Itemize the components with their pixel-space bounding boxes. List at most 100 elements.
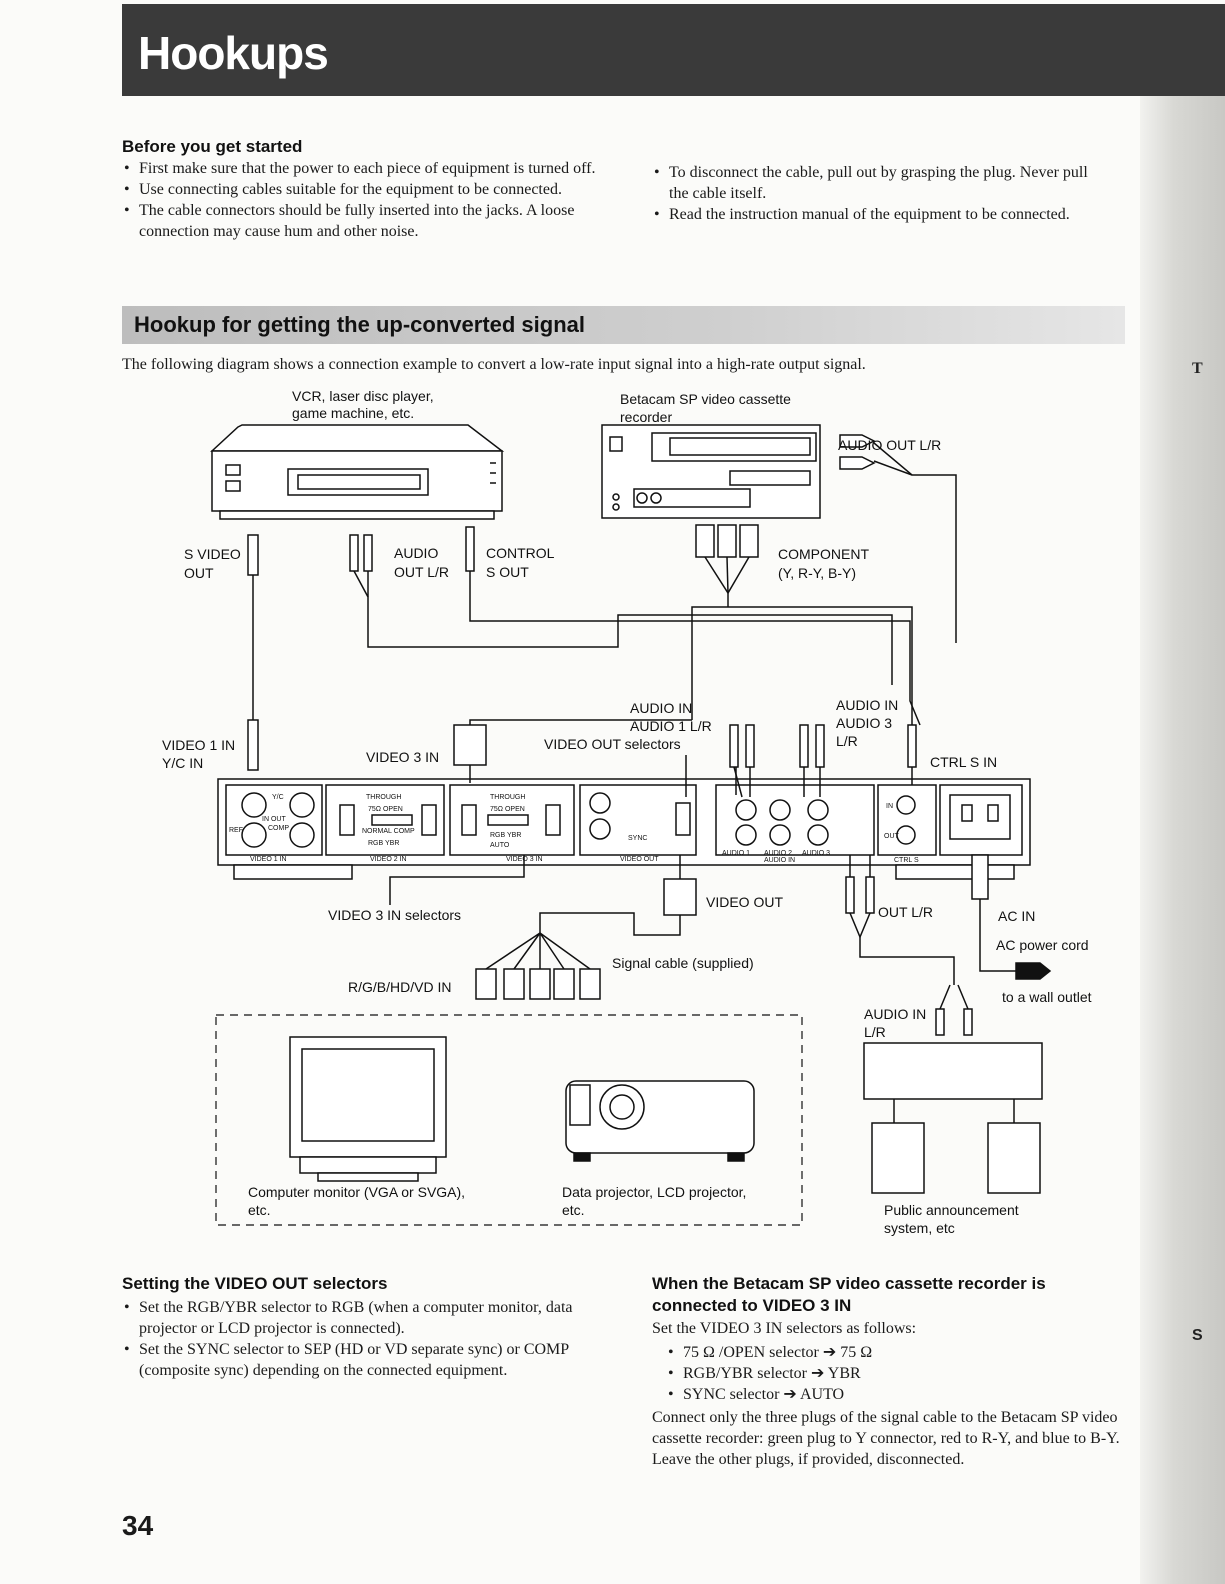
label-out-lr: OUT L/R — [878, 904, 933, 920]
label-projector: Data projector, LCD projector, — [562, 1184, 746, 1200]
main-unit-panel — [217, 778, 1031, 880]
panel-label-rgb-ybr-3: RGB YBR — [490, 832, 521, 839]
label-ac-in: AC IN — [998, 908, 1035, 924]
panel-label-in: IN — [886, 803, 893, 810]
before-heading: Before you get started — [122, 137, 303, 156]
label-wall-outlet: to a wall outlet — [1002, 989, 1092, 1005]
label-s-video: S VIDEO — [184, 546, 241, 562]
panel-label-audio-3: AUDIO 3 — [802, 850, 830, 857]
list-item: Use connecting cables suitable for the e… — [122, 179, 612, 200]
list-item: 75 Ω /OPEN selector ➔ 75 Ω — [666, 1342, 1066, 1363]
label-video-3-in-selectors: VIDEO 3 IN selectors — [328, 907, 461, 923]
panel-label-audio-2: AUDIO 2 — [764, 850, 792, 857]
list-item: Set the SYNC selector to SEP (HD or VD s… — [122, 1339, 592, 1381]
label-s-video-2: OUT — [184, 565, 214, 581]
label-pa-system-2: system, etc — [884, 1220, 955, 1236]
before-list-left: First make sure that the power to each p… — [122, 158, 612, 242]
panel-label-video-out: VIDEO OUT — [620, 856, 659, 863]
label-control: CONTROL — [486, 545, 555, 561]
panel-label-out: OUT — [884, 833, 900, 840]
panel-label-video-1: VIDEO 1 IN — [250, 856, 287, 863]
betacam-lead: Set the VIDEO 3 IN selectors as follows: — [652, 1320, 917, 1337]
video-out-cable — [475, 855, 697, 1000]
label-video-3-in: VIDEO 3 IN — [366, 749, 439, 765]
monitor-device — [289, 1036, 447, 1182]
betacam-heading-1: When the Betacam SP video cassette recor… — [652, 1274, 1046, 1293]
panel-label-yc: Y/C — [272, 794, 284, 801]
label-yc-in: Y/C IN — [162, 755, 203, 771]
monitor-group-box — [215, 1014, 803, 1226]
label-monitor: Computer monitor (VGA or SVGA), — [248, 1184, 465, 1200]
adjacent-page-edge — [1140, 96, 1225, 1584]
projector-device — [565, 1080, 755, 1162]
label-ac-cord: AC power cord — [996, 937, 1089, 953]
page-title: Hookups — [138, 27, 329, 79]
title-bar: Hookups — [122, 4, 1225, 96]
section-title-bar: Hookup for getting the up-converted sign… — [122, 306, 1125, 344]
label-audio-out-lr: AUDIO OUT L/R — [838, 437, 941, 453]
label-audio: AUDIO — [394, 545, 438, 561]
betacam-heading-2: connected to VIDEO 3 IN — [652, 1296, 852, 1315]
label-vcr-2: game machine, etc. — [292, 405, 414, 421]
edge-letter-s: S — [1192, 1327, 1203, 1344]
list-item: SYNC selector ➔ AUTO — [666, 1384, 1066, 1405]
label-audio-in-3b: AUDIO 3 — [836, 715, 892, 731]
before-list-right: To disconnect the cable, pull out by gra… — [652, 162, 1102, 225]
panel-label-video-2: VIDEO 2 IN — [370, 856, 407, 863]
pa-system-device — [863, 1042, 1043, 1194]
hookup-diagram: VCR, laser disc player, game machine, et… — [162, 388, 1092, 1236]
label-audio-in-lr-2: L/R — [864, 1024, 886, 1040]
panel-label-audio-in: AUDIO IN — [764, 857, 795, 864]
panel-label-75-open-3: 75Ω OPEN — [490, 806, 525, 813]
list-item: The cable connectors should be fully ins… — [122, 200, 612, 242]
label-video-1-in: VIDEO 1 IN — [162, 737, 235, 753]
setting-heading: Setting the VIDEO OUT selectors — [122, 1274, 388, 1293]
label-audio-in-1: AUDIO IN — [630, 700, 692, 716]
label-betacam: Betacam SP video cassette — [620, 391, 791, 407]
label-control-2: S OUT — [486, 564, 529, 580]
panel-label-in-out: IN OUT — [262, 816, 286, 823]
betacam-body: Connect only the three plugs of the sign… — [652, 1409, 1120, 1468]
label-audio-2: OUT L/R — [394, 564, 449, 580]
setting-list: Set the RGB/YBR selector to RGB (when a … — [122, 1297, 592, 1381]
panel-label-through-3: THROUGH — [490, 794, 525, 801]
panel-label-rgb-ybr: RGB YBR — [368, 840, 399, 847]
list-item: Read the instruction manual of the equip… — [652, 204, 1102, 225]
panel-label-auto: AUTO — [490, 842, 510, 849]
label-audio-in-1b: AUDIO 1 L/R — [630, 718, 712, 734]
label-projector-2: etc. — [562, 1202, 585, 1218]
label-signal-cable: Signal cable (supplied) — [612, 955, 754, 971]
panel-label-through: THROUGH — [366, 794, 401, 801]
betacam-list: 75 Ω /OPEN selector ➔ 75 Ω RGB/YBR selec… — [666, 1342, 1066, 1405]
label-betacam-2: recorder — [620, 409, 672, 425]
vcr-cables — [247, 526, 921, 771]
list-item: Set the RGB/YBR selector to RGB (when a … — [122, 1297, 592, 1339]
label-video-out: VIDEO OUT — [706, 894, 783, 910]
betacam-device — [601, 424, 957, 643]
label-audio-in-3: AUDIO IN — [836, 697, 898, 713]
label-vcr: VCR, laser disc player, — [292, 388, 434, 404]
label-rgb-in: R/G/B/HD/VD IN — [348, 979, 451, 995]
edge-letter-t: T — [1192, 360, 1203, 377]
panel-label-normal-comp: NORMAL COMP — [362, 828, 415, 835]
list-item: First make sure that the power to each p… — [122, 158, 612, 179]
audio-out-ac — [845, 854, 1052, 1036]
panel-label-video-3: VIDEO 3 IN — [506, 856, 543, 863]
label-ctrl-s-in: CTRL S IN — [930, 754, 997, 770]
intro-text: The following diagram shows a connection… — [122, 356, 866, 373]
label-video-out-selectors: VIDEO OUT selectors — [544, 736, 681, 752]
label-component: COMPONENT — [778, 546, 869, 562]
label-audio-in-lr: AUDIO IN — [864, 1006, 926, 1022]
label-audio-in-3c: L/R — [836, 733, 858, 749]
panel-label-comp: COMP — [268, 825, 289, 832]
panel-cables — [389, 724, 917, 905]
section-title: Hookup for getting the up-converted sign… — [134, 312, 585, 337]
label-pa-system: Public announcement — [884, 1202, 1019, 1218]
panel-label-audio-1: AUDIO 1 — [722, 850, 750, 857]
label-monitor-2: etc. — [248, 1202, 271, 1218]
panel-label-sync: SYNC — [628, 835, 647, 842]
panel-label-75-open: 75Ω OPEN — [368, 806, 403, 813]
list-item: RGB/YBR selector ➔ YBR — [666, 1363, 1066, 1384]
vcr-device — [210, 424, 505, 520]
page-number: 34 — [122, 1510, 154, 1541]
